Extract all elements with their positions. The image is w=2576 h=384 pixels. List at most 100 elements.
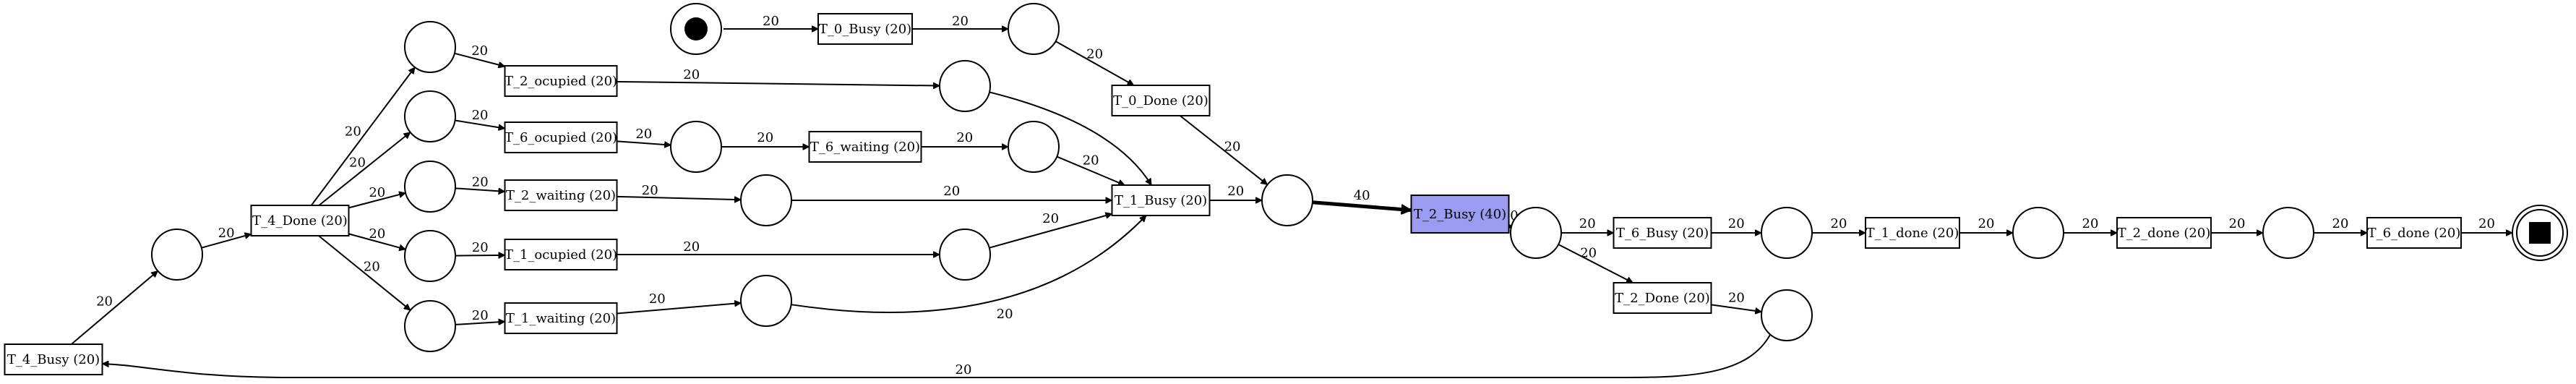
transition-label: T_2_Done (20) xyxy=(1615,291,1710,306)
transition-label: T_1_Busy (20) xyxy=(1115,193,1207,208)
arc-t4busy-p xyxy=(71,270,158,345)
arc-weight-t6done-end: 20 xyxy=(2478,216,2495,231)
place-p-t6busy xyxy=(1761,207,1813,259)
transition-label: T_6_waiting (20) xyxy=(810,140,920,155)
transition-label: T_1_waiting (20) xyxy=(506,311,616,326)
arc-weight-t6wait-p: 20 xyxy=(956,130,973,145)
transition-t4busy: T_4_Busy (20) xyxy=(4,344,103,375)
transition-label: T_6_done (20) xyxy=(2368,226,2461,241)
place-p-join xyxy=(1261,174,1313,226)
transition-t1ocup: T_1_ocupied (20) xyxy=(504,239,618,270)
arc-weight-p-t2done-cap: 20 xyxy=(1580,246,1597,261)
transition-t1wait: T_1_waiting (20) xyxy=(504,302,618,334)
transition-label: T_2_waiting (20) xyxy=(506,188,616,203)
arc-weight-t4done-a: 20 xyxy=(345,124,361,140)
arc-t4done-d xyxy=(348,233,406,249)
transition-label: T_0_Done (20) xyxy=(1113,93,1208,108)
place-p-t4-b xyxy=(404,90,456,142)
arc-weight-loop-t4busy: 20 xyxy=(956,362,972,377)
place-p-t2busy xyxy=(1510,207,1562,259)
transition-label: T_4_Done (20) xyxy=(252,213,348,229)
arc-p-t0done xyxy=(1055,40,1134,86)
place-p-t4-e xyxy=(404,300,456,352)
place-p-t0busy xyxy=(1008,3,1060,55)
transition-t6done: T_6_done (20) xyxy=(2366,217,2462,249)
arc-weight-p-t0done: 20 xyxy=(1086,47,1103,62)
end-square-icon xyxy=(2529,222,2551,244)
transition-t6busy: T_6_Busy (20) xyxy=(1613,217,1712,249)
transition-label: T_2_ocupied (20) xyxy=(505,74,617,89)
arc-weight-t2donecap-p: 20 xyxy=(1728,290,1745,305)
nodes-layer: T_4_Busy (20) T_4_Done (20) T_2_ocupied (2… xyxy=(4,3,2568,375)
place-p-t1ocup xyxy=(939,229,991,281)
arc-e-t1wait xyxy=(455,322,505,325)
arc-a-t2ocup xyxy=(454,52,505,67)
transition-t6ocup: T_6_ocupied (20) xyxy=(504,121,618,153)
arc-weight-p2wait-t1busy: 20 xyxy=(943,184,960,199)
transition-t0done: T_0_Done (20) xyxy=(1111,85,1211,116)
arc-weight-p-t6done: 20 xyxy=(2332,216,2349,231)
arc-t4done-a xyxy=(310,67,416,206)
arc-weight-t4done-c: 20 xyxy=(369,185,385,200)
arc-t0done-join xyxy=(1180,115,1268,186)
arc-p-t4done xyxy=(201,234,252,249)
arc-weight-t1ocup-p: 20 xyxy=(683,239,700,255)
arc-p1wait-t1busy xyxy=(791,216,1147,313)
arc-weight-d-t1ocup: 20 xyxy=(472,240,489,255)
arc-join-t2busy xyxy=(1312,200,1412,210)
arc-weight-t6busy-p: 20 xyxy=(1728,216,1745,231)
arc-weight-p-t6wait: 20 xyxy=(757,130,773,145)
place-p-t1wait xyxy=(740,275,792,327)
arc-weight-t1done-p: 20 xyxy=(1978,216,1995,231)
arc-weight-t1wait-p: 20 xyxy=(649,291,666,307)
arc-weight-c-t2wait: 20 xyxy=(472,175,489,190)
arc-weight-p1ocup-t1busy: 20 xyxy=(1042,211,1059,226)
place-p-t4-c xyxy=(404,161,456,213)
arc-weight-p6wait-t1busy: 20 xyxy=(1083,153,1099,168)
arc-weight-start-t0busy: 20 xyxy=(763,14,779,29)
arc-c-t2wait xyxy=(455,187,505,192)
arc-t2donecap-p xyxy=(1711,304,1762,312)
arc-p2ocup-t1busy xyxy=(989,91,1152,185)
arc-weight-t2done-p: 20 xyxy=(2229,216,2246,231)
place-p-t6wait xyxy=(1008,121,1060,173)
transition-label: T_4_Busy (20) xyxy=(7,352,100,367)
arc-weight-p1wait-t1busy: 20 xyxy=(997,307,1013,322)
arc-t6ocup-p xyxy=(617,140,671,145)
arc-weight-t4busy-p: 20 xyxy=(96,294,113,309)
arc-t4done-b xyxy=(318,132,410,206)
arc-weight-t4done-b: 20 xyxy=(349,155,366,170)
transition-t2ocup: T_2_ocupied (20) xyxy=(504,65,618,97)
transition-t0busy: T_0_Busy (20) xyxy=(817,13,913,45)
place-p-t2ocup xyxy=(939,60,991,112)
arc-t4done-c xyxy=(348,193,406,209)
edges-layer xyxy=(71,29,2512,378)
transition-t1done: T_1_done (20) xyxy=(1865,217,1960,249)
arc-weight-t0done-join: 20 xyxy=(1224,140,1241,155)
arc-weight-p-t6busy: 20 xyxy=(1579,216,1596,231)
arc-loop-t4busy xyxy=(103,334,1772,378)
arc-p6wait-t1busy xyxy=(1056,155,1125,185)
place-p-t2done xyxy=(2262,207,2314,259)
place-p-t6ocup xyxy=(670,121,722,173)
transition-label: T_0_Busy (20) xyxy=(819,22,911,37)
arc-weight-p-t1done: 20 xyxy=(1831,216,1847,231)
arc-weight-t4done-e: 20 xyxy=(364,259,380,274)
place-p-t2wait xyxy=(740,174,792,226)
arc-p1ocup-t1busy xyxy=(989,214,1112,249)
arc-b-t6ocup xyxy=(455,119,505,129)
arc-t4done-e xyxy=(318,235,411,311)
arc-t2ocup-p xyxy=(617,80,940,86)
arc-weight-p-t4done: 20 xyxy=(218,226,235,241)
transition-t2done-cap: T_2_Done (20) xyxy=(1613,282,1712,314)
transition-label: T_6_ocupied (20) xyxy=(505,130,617,145)
arc-t2wait-p xyxy=(617,195,742,200)
arc-weight-t0busy-p: 20 xyxy=(952,14,969,29)
transition-label: T_1_done (20) xyxy=(1866,226,1959,241)
place-p-t1done xyxy=(2012,207,2064,259)
transition-label: T_1_ocupied (20) xyxy=(505,247,617,263)
place-p-t2done-cap xyxy=(1761,289,1813,341)
place-p-after-t4busy xyxy=(151,229,203,281)
transition-label: T_2_Busy (40) xyxy=(1414,207,1506,222)
